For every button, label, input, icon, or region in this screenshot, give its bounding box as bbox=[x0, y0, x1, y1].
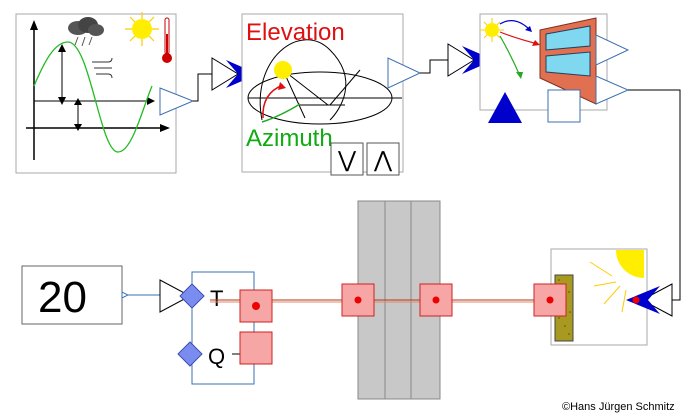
window-output-port-1[interactable] bbox=[595, 34, 630, 66]
thermal-node[interactable] bbox=[239, 289, 273, 323]
copyright-text: ©Hans Jürgen Schmitz bbox=[562, 401, 675, 413]
sun-input-port[interactable] bbox=[211, 57, 239, 91]
node-box-q[interactable] bbox=[239, 331, 273, 365]
azimuth-label: Azimuth bbox=[246, 125, 333, 152]
display-input-port[interactable] bbox=[121, 291, 130, 299]
port-t-label: T bbox=[210, 286, 223, 311]
sine-wave-icon bbox=[26, 20, 170, 160]
up-button[interactable]: ⋀ bbox=[366, 142, 400, 176]
sun-position-block[interactable]: Elevation Azimuth ⋁ ⋀ bbox=[241, 13, 404, 176]
window-input-port[interactable] bbox=[447, 43, 475, 77]
wire bbox=[193, 73, 212, 102]
window-icon bbox=[539, 17, 597, 105]
weather-block[interactable] bbox=[15, 12, 177, 174]
wall-sun-input-port[interactable] bbox=[640, 283, 673, 317]
room-node-block[interactable]: T Q bbox=[177, 271, 273, 385]
window-output-port-2[interactable] bbox=[595, 75, 630, 105]
sun-position-icon bbox=[247, 39, 402, 125]
port-q-diamond[interactable] bbox=[177, 341, 203, 367]
thermometer-icon bbox=[162, 17, 172, 63]
window-state-box[interactable] bbox=[547, 89, 581, 123]
port-t-diamond[interactable] bbox=[179, 283, 205, 309]
display-value: 20 bbox=[38, 273, 87, 322]
thermal-node[interactable] bbox=[341, 283, 375, 317]
elevation-label: Elevation bbox=[246, 19, 345, 46]
wire bbox=[420, 59, 448, 74]
wall-sun-block[interactable] bbox=[533, 248, 648, 346]
wind-icon bbox=[92, 57, 113, 79]
window-input-arrow bbox=[462, 46, 494, 74]
arrow-up-triangle-icon[interactable] bbox=[488, 92, 522, 123]
sun-icon bbox=[589, 250, 644, 313]
sun-output-port[interactable] bbox=[387, 57, 422, 89]
svg-text:⋁: ⋁ bbox=[337, 148, 357, 173]
thermal-node[interactable] bbox=[533, 283, 567, 317]
window-block[interactable] bbox=[479, 13, 608, 123]
sun-icon bbox=[125, 12, 159, 46]
port-q-label: Q bbox=[208, 344, 225, 369]
svg-text:⋀: ⋀ bbox=[373, 148, 393, 173]
display-block[interactable]: 20 bbox=[21, 265, 123, 325]
cloud-rain-icon bbox=[68, 17, 104, 47]
wall-sun-input-arrow bbox=[626, 286, 660, 314]
thermal-node[interactable] bbox=[419, 283, 453, 317]
wire bbox=[628, 89, 681, 301]
display-output-port[interactable] bbox=[159, 279, 192, 313]
sun-icon bbox=[480, 18, 540, 79]
weather-output-port[interactable] bbox=[159, 87, 195, 116]
down-button[interactable]: ⋁ bbox=[330, 142, 364, 176]
